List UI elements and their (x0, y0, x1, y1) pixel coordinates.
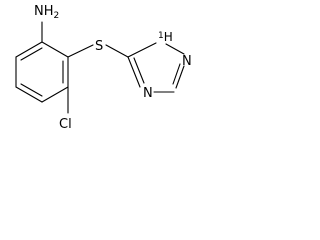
triazole-nh-label: 1H (158, 30, 173, 44)
bond-c5-n1 (127, 42, 157, 58)
bond-n2-c3 (175, 65, 185, 89)
double-bond-c3-n2 (172, 63, 181, 85)
chlorine-label: Cl (59, 117, 72, 132)
triazole-n-bottom-label: N (143, 86, 153, 101)
double-bond-c4-c5 (20, 83, 43, 97)
bond-s-ctriazole (105, 44, 129, 58)
bond-n4-c5 (127, 56, 141, 88)
double-bond-c6-c1 (20, 47, 43, 61)
triazole-ring (127, 42, 185, 93)
bond-c1-c2 (41, 41, 69, 58)
bond-n1-n2 (165, 43, 185, 55)
double-bond-c5-n4 (133, 57, 145, 84)
triazole-n-right-label: N (182, 54, 192, 69)
structure-diagram: NH2 S Cl 1H N N N (15, 4, 192, 132)
benzene-ring (15, 41, 69, 103)
bond-c6-c1 (15, 41, 43, 58)
sulfur-label: S (95, 39, 103, 54)
amine-label: NH2 (34, 4, 59, 21)
bond-c2-s (67, 44, 94, 58)
bond-c4-c5 (15, 86, 43, 103)
bond-c3-c4 (41, 86, 69, 103)
